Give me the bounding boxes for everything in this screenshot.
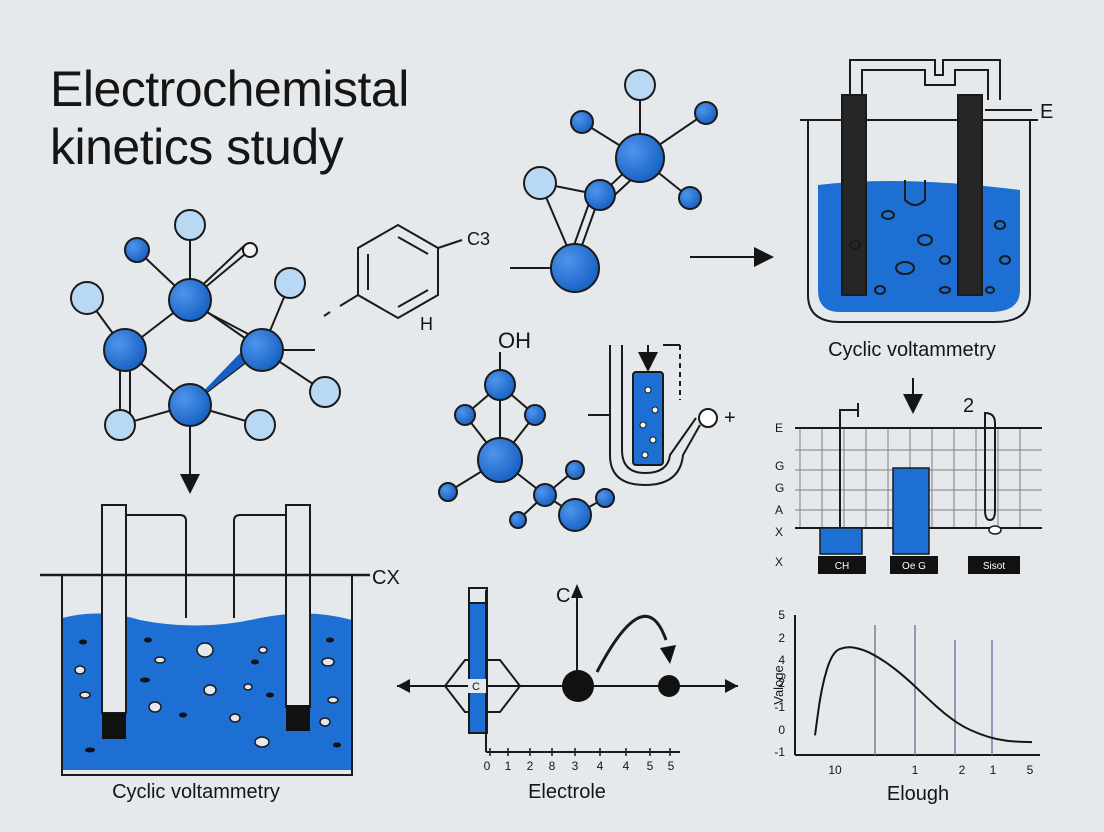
atom-blue	[595, 488, 615, 508]
benzene-h-label: H	[420, 314, 433, 334]
chart-series-line	[814, 646, 1033, 744]
bar-two-label: 2	[963, 395, 974, 417]
atom-blue	[438, 482, 458, 502]
chart-x-tick: 1	[990, 763, 997, 777]
top-beaker	[800, 59, 1038, 323]
u-tube	[588, 344, 718, 487]
atom-blue	[524, 404, 546, 426]
grid-row-label: G	[775, 481, 784, 495]
atom-light	[309, 376, 341, 408]
number-tick: 3	[572, 759, 579, 773]
oh-molecule	[447, 352, 606, 521]
chart-x-tick: 2	[959, 763, 966, 777]
atom-blue	[558, 498, 592, 532]
number-tick-end: 5	[668, 759, 675, 773]
number-line	[397, 584, 738, 756]
number-tick: 5	[647, 759, 654, 773]
atom-blue	[678, 186, 702, 210]
grid-chart	[795, 403, 1042, 555]
grid-row-label: X	[775, 555, 783, 569]
chart-x-tick: 10	[828, 763, 842, 777]
chart-y-tick: -1	[774, 700, 785, 714]
c-small-label: C	[472, 681, 480, 693]
atom-blue	[615, 133, 665, 183]
atom-blue	[240, 328, 284, 372]
top-molecule-atoms	[523, 69, 718, 293]
number-tick: 4	[597, 759, 604, 773]
atom-light	[523, 166, 557, 200]
atom-blue	[570, 110, 594, 134]
atom-blue	[584, 179, 616, 211]
number-tick: 4	[623, 759, 630, 773]
chart-y-tick: 2	[778, 676, 785, 690]
left-molecule-atoms	[70, 209, 341, 441]
atom-light	[274, 267, 306, 299]
tube-plus-label: +	[724, 407, 736, 429]
atom-light	[244, 409, 276, 441]
atom-blue	[484, 369, 516, 401]
grid-row-label: X	[775, 525, 783, 539]
beaker-e-label: E	[1040, 101, 1053, 123]
grid-bar	[819, 527, 863, 555]
atom-light	[104, 409, 136, 441]
grid-tag: Oe G	[902, 561, 926, 572]
atom-blue	[550, 243, 600, 293]
benzene-ring	[323, 223, 463, 320]
title-line-1: Electrochemistal	[50, 61, 409, 117]
number-tick: 0	[484, 759, 491, 773]
atom-white	[242, 242, 258, 258]
bottom-beaker	[40, 504, 370, 776]
atom-blue	[454, 404, 476, 426]
atom-blue	[509, 511, 527, 529]
chart-x-tick: 1	[912, 763, 919, 777]
chart-y-tick: 4	[778, 653, 785, 667]
caption-bottom-left: Cyclic voltammetry	[112, 781, 280, 803]
axis-c-label: C	[556, 585, 570, 607]
benzene-c3-label: C3	[467, 229, 490, 249]
chart-x-tick: 5	[1027, 763, 1034, 777]
oh-molecule-atoms	[438, 369, 615, 532]
grid-row-label: G	[775, 459, 784, 473]
grid-row-label: A	[775, 503, 783, 517]
number-tick: 1	[505, 759, 512, 773]
line-chart: 5 2 4 2 -1 0 -1 10 1 2 1 5	[774, 608, 1040, 777]
atom-blue	[124, 237, 150, 263]
atom-blue	[694, 101, 718, 125]
atom-blue	[565, 460, 585, 480]
atom-blue	[103, 328, 147, 372]
caption-top-right: Cyclic voltammetry	[828, 339, 996, 361]
grid-tag: CH	[835, 561, 849, 572]
atom-blue	[533, 483, 557, 507]
page-title: Electrochemistal kinetics study	[50, 60, 409, 176]
chart-y-tick: 0	[778, 723, 785, 737]
atom-blue	[477, 437, 523, 483]
chart-xlabel: Elough	[887, 783, 949, 805]
chart-y-tick: 2	[778, 631, 785, 645]
grid-row-label: E	[775, 421, 783, 435]
atom-light	[174, 209, 206, 241]
caption-bottom-middle: Electrole	[528, 781, 606, 803]
grid-tags: CH Oe G Sisot	[818, 556, 1020, 574]
chart-ylabel: Valoge	[771, 665, 786, 705]
oh-label: OH	[498, 328, 531, 353]
grid-bar	[892, 467, 930, 555]
atom-light	[624, 69, 656, 101]
grid-row-labels: E G G A X X	[775, 421, 784, 569]
number-line-ticks: 0 1 2 8 3 4 4 5	[484, 759, 654, 773]
title-line-2: kinetics study	[50, 119, 344, 175]
chart-y-tick: -1	[774, 745, 785, 759]
atom-blue	[168, 278, 212, 322]
atom-light	[70, 281, 104, 315]
number-tick: 8	[549, 759, 556, 773]
grid-tag: Sisot	[983, 561, 1005, 572]
cx-label: CX	[372, 567, 400, 589]
number-tick: 2	[527, 759, 534, 773]
chart-y-tick: 5	[778, 608, 785, 622]
atom-blue	[168, 383, 212, 427]
